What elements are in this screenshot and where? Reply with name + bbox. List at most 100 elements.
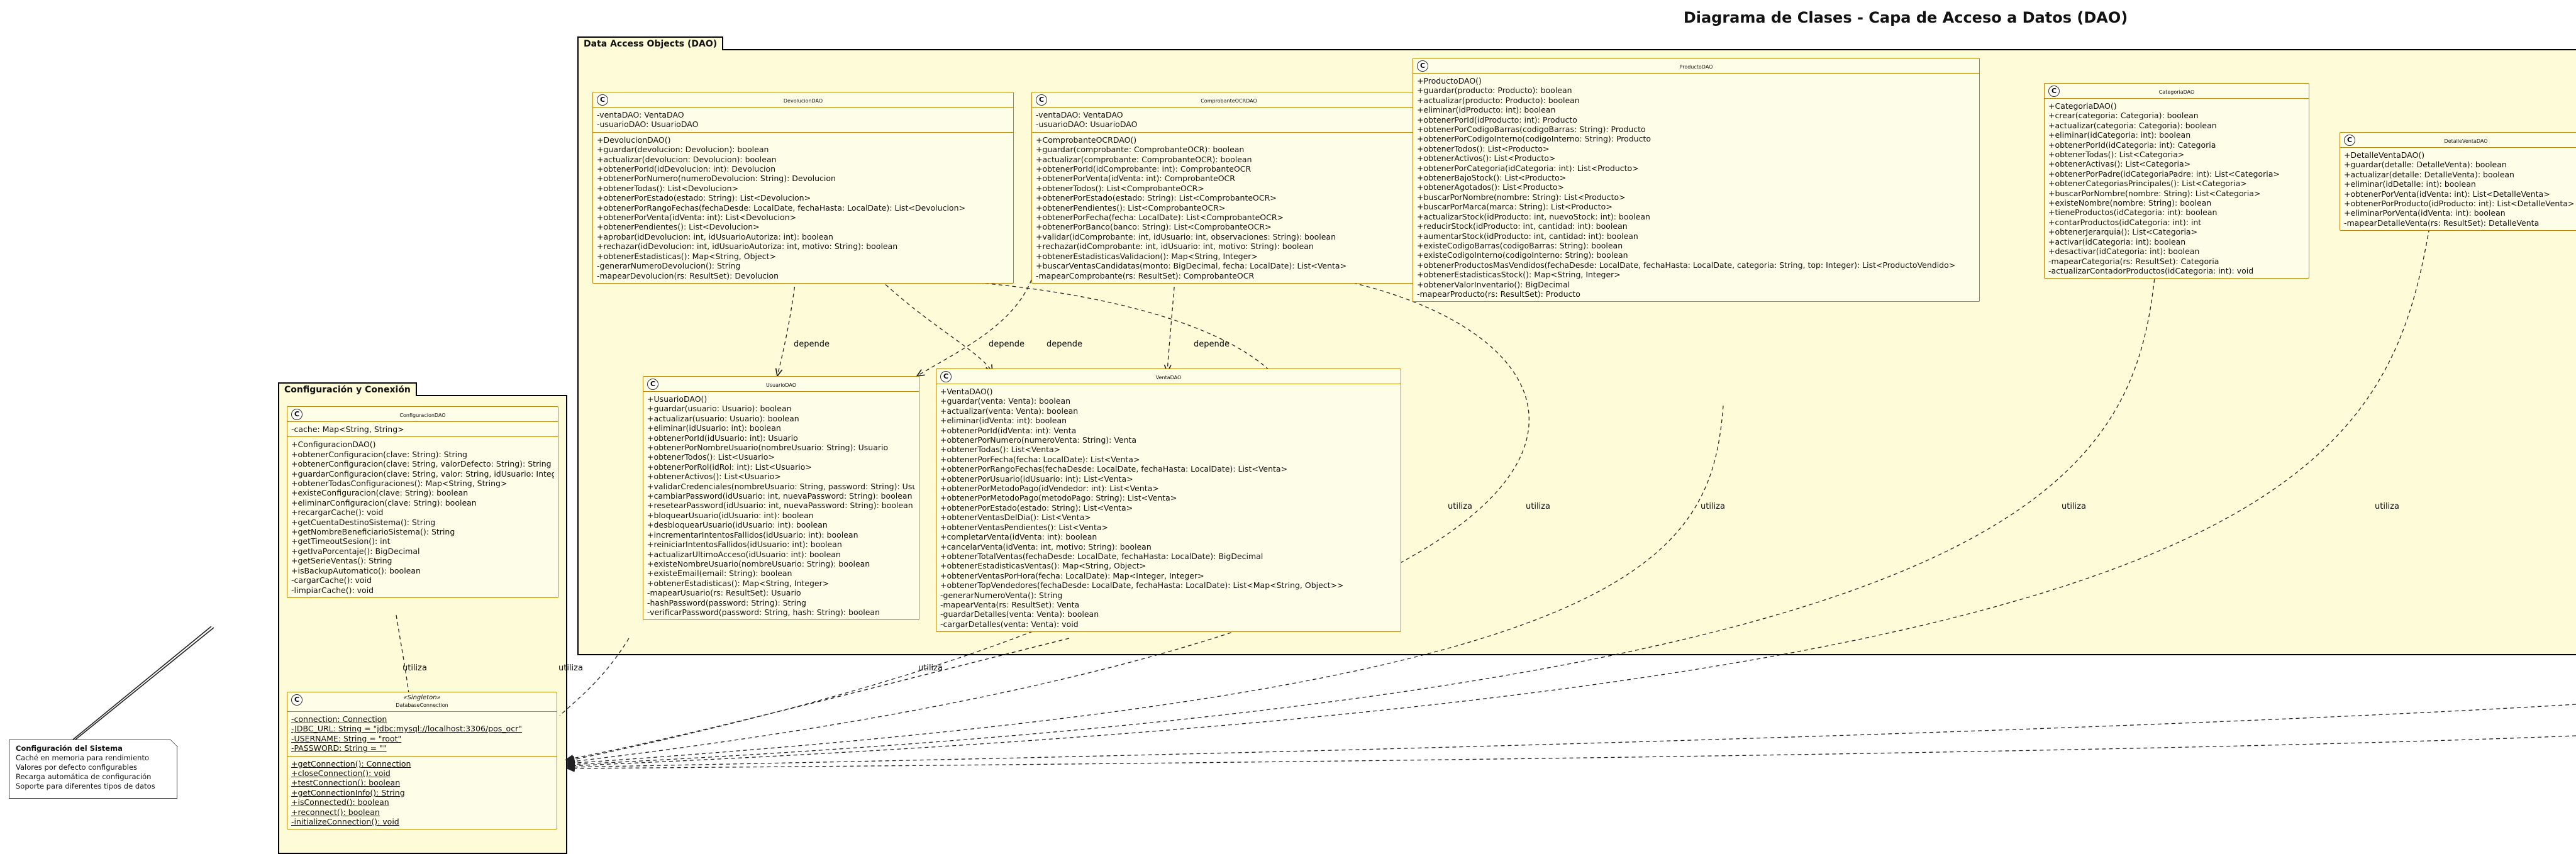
- class-method: +recargarCache(): void: [291, 507, 384, 518]
- label-depende-3: depende: [1046, 340, 1082, 349]
- class-method: +obtenerAgotados(): List<Producto>: [1417, 182, 1565, 192]
- class-method: -cargarCache(): void: [291, 575, 372, 585]
- class-method: +cambiarPassword(idUsuario: int, nuevaPa…: [647, 491, 913, 501]
- class-name: ComprobanteOCRDAO: [1201, 98, 1257, 104]
- class-method: +eliminar(idVenta: int): boolean: [940, 416, 1067, 426]
- note-line-3: Recarga automática de configuración: [16, 772, 152, 781]
- class-method: +actualizar(venta: Venta): boolean: [940, 406, 1079, 416]
- class-method: +obtenerPorVenta(idVenta: int): List<Dev…: [597, 213, 797, 223]
- class-method: +DetalleVentaDAO(): [2344, 150, 2425, 160]
- class-method: +obtenerTotalVentas(fechaDesde: LocalDat…: [940, 551, 1263, 561]
- class-method: +obtenerPorMetodoPago(idVendedor: int): …: [940, 484, 1159, 494]
- class-method: +actualizar(producto: Producto): boolean: [1417, 95, 1580, 105]
- class-method: +obtenerVentasPendientes(): List<Venta>: [940, 522, 1108, 532]
- class-method: +obtenerPorEstado(estado: String): List<…: [940, 502, 1133, 513]
- class-icon: C: [2048, 86, 2060, 97]
- class-method: -limpiarCache(): void: [291, 585, 374, 595]
- label-utiliza-categoria: utiliza: [2062, 502, 2086, 511]
- class-method: +obtenerTodos(): List<ComprobanteOCR>: [1036, 183, 1204, 193]
- class-method: +reiniciarIntentosFallidos(idUsuario: in…: [647, 540, 842, 550]
- class-method: +obtenerActivas(): List<Categoria>: [2048, 159, 2191, 169]
- class-method: +obtenerEstadisticasVentas(): Map<String…: [940, 561, 1146, 571]
- class-fields: -ventaDAO: VentaDAO-usuarioDAO: UsuarioD…: [593, 108, 1013, 133]
- class-method: +validar(idComprobante: int, idUsuario: …: [1036, 231, 1336, 241]
- class-icon: C: [597, 94, 608, 106]
- class-method: +desactivar(idCategoria: int): boolean: [2048, 247, 2200, 257]
- class-field: -JDBC_URL: String = "jdbc:mysql://localh…: [291, 724, 522, 734]
- class-method: +obtenerPorVenta(idVenta: int): Comproba…: [1036, 174, 1235, 184]
- class-method: +ConfiguracionDAO(): [291, 440, 376, 450]
- label-utiliza-comprobante: utiliza: [1526, 502, 1550, 511]
- class-method: +UsuarioDAO(): [647, 394, 708, 404]
- class-method: +DevolucionDAO(): [597, 135, 671, 145]
- class-method: +obtenerActivos(): List<Producto>: [1417, 153, 1556, 164]
- class-method: +getTimeoutSesion(): int: [291, 536, 391, 546]
- class-method: +validarCredenciales(nombreUsuario: Stri…: [647, 481, 915, 491]
- label-depende-1: depende: [794, 340, 830, 349]
- relation-comprobante-db: [567, 279, 1530, 762]
- class-method: +obtenerTodasConfiguraciones(): Map<Stri…: [291, 479, 508, 489]
- class-method: +guardar(usuario: Usuario): boolean: [647, 404, 792, 414]
- class-method: +crear(categoria: Categoria): boolean: [2048, 111, 2199, 121]
- class-method: -cargarDetalles(venta: Venta): void: [940, 619, 1079, 629]
- class-method: +bloquearUsuario(idUsuario: int): boolea…: [647, 510, 814, 520]
- class-method: +incrementarIntentosFallidos(idUsuario: …: [647, 530, 858, 540]
- class-field: -ventaDAO: VentaDAO: [597, 110, 684, 119]
- class-name: DetalleVentaDAO: [2444, 138, 2488, 144]
- class-methods: +DetalleVentaDAO()+guardar(detalle: Deta…: [2340, 148, 2576, 230]
- class-method: +obtenerPorCodigoBarras(codigoBarras: St…: [1417, 125, 1646, 135]
- class-method: +buscarPorMarca(marca: String): List<Pro…: [1417, 202, 1613, 212]
- class-fields: -connection: Connection-JDBC_URL: String…: [287, 712, 557, 757]
- class-method: +existeEmail(email: String): boolean: [647, 568, 792, 579]
- class-methods: +ProductoDAO()+guardar(producto: Product…: [1413, 74, 1979, 301]
- class-method: +existeNombre(nombre: String): boolean: [2048, 198, 2212, 208]
- class-method: +obtenerEstadisticasValidacion(): Map<St…: [1036, 251, 1258, 261]
- relation-comprobante-venta: [1167, 279, 1175, 372]
- class-method: +buscarPorNombre(nombre: String): List<P…: [1417, 192, 1626, 202]
- class-method: +tieneProductos(idCategoria: int): boole…: [2048, 208, 2218, 218]
- class-method: +obtenerPorNumero(numeroDevolucion: Stri…: [597, 174, 836, 184]
- relation-devolucion-venta: [880, 279, 992, 372]
- class-method: +aprobar(idDevolucion: int, idUsuarioAut…: [597, 231, 833, 241]
- class-method: +obtenerVentasPorHora(fecha: LocalDate):…: [940, 570, 1204, 580]
- class-method: -hashPassword(password: String): String: [647, 597, 806, 607]
- class-method: +obtenerCategoriasPrincipales(): List<Ca…: [2048, 179, 2247, 189]
- class-method: +obtenerValorInventario(): BigDecimal: [1417, 279, 1570, 289]
- class-method: +eliminar(idCategoria: int): boolean: [2048, 130, 2191, 140]
- class-method: +guardar(devolucion: Devolucion): boolea…: [597, 145, 769, 155]
- class-method: +eliminarPorVenta(idVenta: int): boolean: [2344, 208, 2506, 218]
- label-utiliza-config: utiliza: [402, 663, 427, 673]
- class-database-connection[interactable]: C«Singleton»DatabaseConnection-connectio…: [287, 692, 557, 830]
- class-methods: +CategoriaDAO()+crear(categoria: Categor…: [2045, 99, 2309, 278]
- class-method: +obtenerConfiguracion(clave: String, val…: [291, 459, 552, 469]
- class-icon: C: [647, 379, 658, 390]
- relation-usuario-db: [559, 638, 630, 716]
- class-method: +actualizar(categoria: Categoria): boole…: [2048, 120, 2217, 130]
- relation-producto-db: [567, 405, 1724, 763]
- class-method: +rechazar(idComprobante: int, idUsuario:…: [1036, 241, 1314, 252]
- class-field: -USERNAME: String = "root": [291, 733, 402, 743]
- class-method: +getIvaPorcentaje(): BigDecimal: [291, 546, 420, 556]
- class-method: -mapearDevolucion(rs: ResultSet): Devolu…: [597, 270, 779, 280]
- class-method: +getSerieVentas(): String: [291, 556, 392, 566]
- class-method: +actualizarStock(idProducto: int, nuevoS…: [1417, 211, 1650, 221]
- class-method: +resetearPassword(idUsuario: int, nuevaP…: [647, 501, 913, 511]
- package-config-label: Configuración y Conexión: [278, 382, 417, 396]
- class-method: -verificarPassword(password: String, has…: [647, 607, 880, 617]
- class-method: +isConnected(): boolean: [291, 797, 389, 807]
- class-method: +guardar(detalle: DetalleVenta): boolean: [2344, 160, 2507, 170]
- class-method: -generarNumeroDevolucion(): String: [597, 261, 741, 271]
- relation-comprobante-usuario: [917, 279, 1032, 376]
